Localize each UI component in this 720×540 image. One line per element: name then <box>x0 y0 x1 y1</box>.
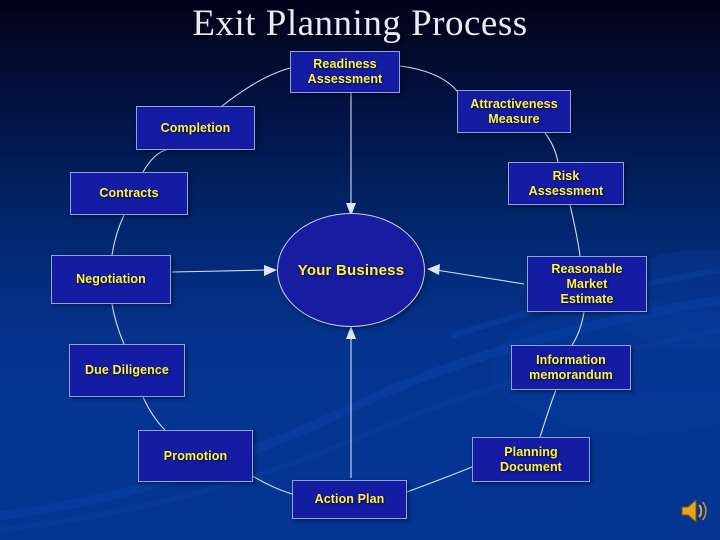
arc-readiness-to-attractiveness <box>399 65 461 96</box>
node-contracts[interactable]: Contracts <box>70 172 188 215</box>
arrowhead-top-to-center <box>346 203 356 216</box>
node-negotiation[interactable]: Negotiation <box>51 255 171 304</box>
node-label: Readiness Assessment <box>307 57 383 86</box>
node-risk-assessment[interactable]: Risk Assessment <box>508 162 624 205</box>
center-node-label: Your Business <box>297 261 405 279</box>
arc-completion-to-readiness <box>221 67 291 107</box>
arrowhead-bottom-to-center <box>346 326 356 339</box>
node-completion[interactable]: Completion <box>136 106 255 150</box>
arc-planning-to-action <box>406 466 473 493</box>
node-label: Promotion <box>163 448 228 463</box>
node-label: Attractiveness Measure <box>470 96 558 126</box>
node-attractiveness-measure[interactable]: Attractiveness Measure <box>457 90 571 133</box>
center-node-your-business[interactable]: Your Business <box>277 213 425 327</box>
arc-risk-to-market <box>569 204 581 257</box>
arc-negotiation-to-contracts <box>111 214 125 256</box>
node-due-diligence[interactable]: Due Diligence <box>69 344 185 397</box>
arc-contracts-to-completion <box>142 149 167 173</box>
node-label: Information memorandum <box>529 352 613 382</box>
node-label: Planning Document <box>500 444 562 474</box>
node-action-plan[interactable]: Action Plan <box>292 480 407 519</box>
node-label: Action Plan <box>314 492 385 506</box>
node-label: Contracts <box>99 186 159 200</box>
node-label: Risk Assessment <box>528 168 604 198</box>
node-promotion[interactable]: Promotion <box>138 430 253 482</box>
arc-duediligence-to-negotiation <box>111 303 125 345</box>
node-label: Negotiation <box>76 272 146 286</box>
arc-attractiveness-to-risk <box>544 132 559 163</box>
line-left-to-center <box>171 269 269 273</box>
arc-promotion-to-duediligence <box>142 396 166 431</box>
node-information-memorandum[interactable]: Information memorandum <box>511 345 631 390</box>
node-label: Completion <box>160 120 231 135</box>
node-readiness-assessment[interactable]: Readiness Assessment <box>290 51 400 93</box>
node-label: Reasonable Market Estimate <box>551 261 623 306</box>
arrowhead-right-to-center <box>427 264 440 275</box>
speaker-icon[interactable] <box>676 496 708 526</box>
node-planning-document[interactable]: Planning Document <box>472 437 590 482</box>
page-title: Exit Planning Process <box>192 3 528 44</box>
line-right-to-center <box>435 269 525 285</box>
node-reasonable-market-estimate[interactable]: Reasonable Market Estimate <box>527 256 647 312</box>
arrowhead-left-to-center <box>264 265 277 276</box>
arc-market-to-infomemo <box>571 311 585 346</box>
node-label: Due Diligence <box>85 363 169 377</box>
arc-infomemo-to-planning <box>539 389 557 438</box>
